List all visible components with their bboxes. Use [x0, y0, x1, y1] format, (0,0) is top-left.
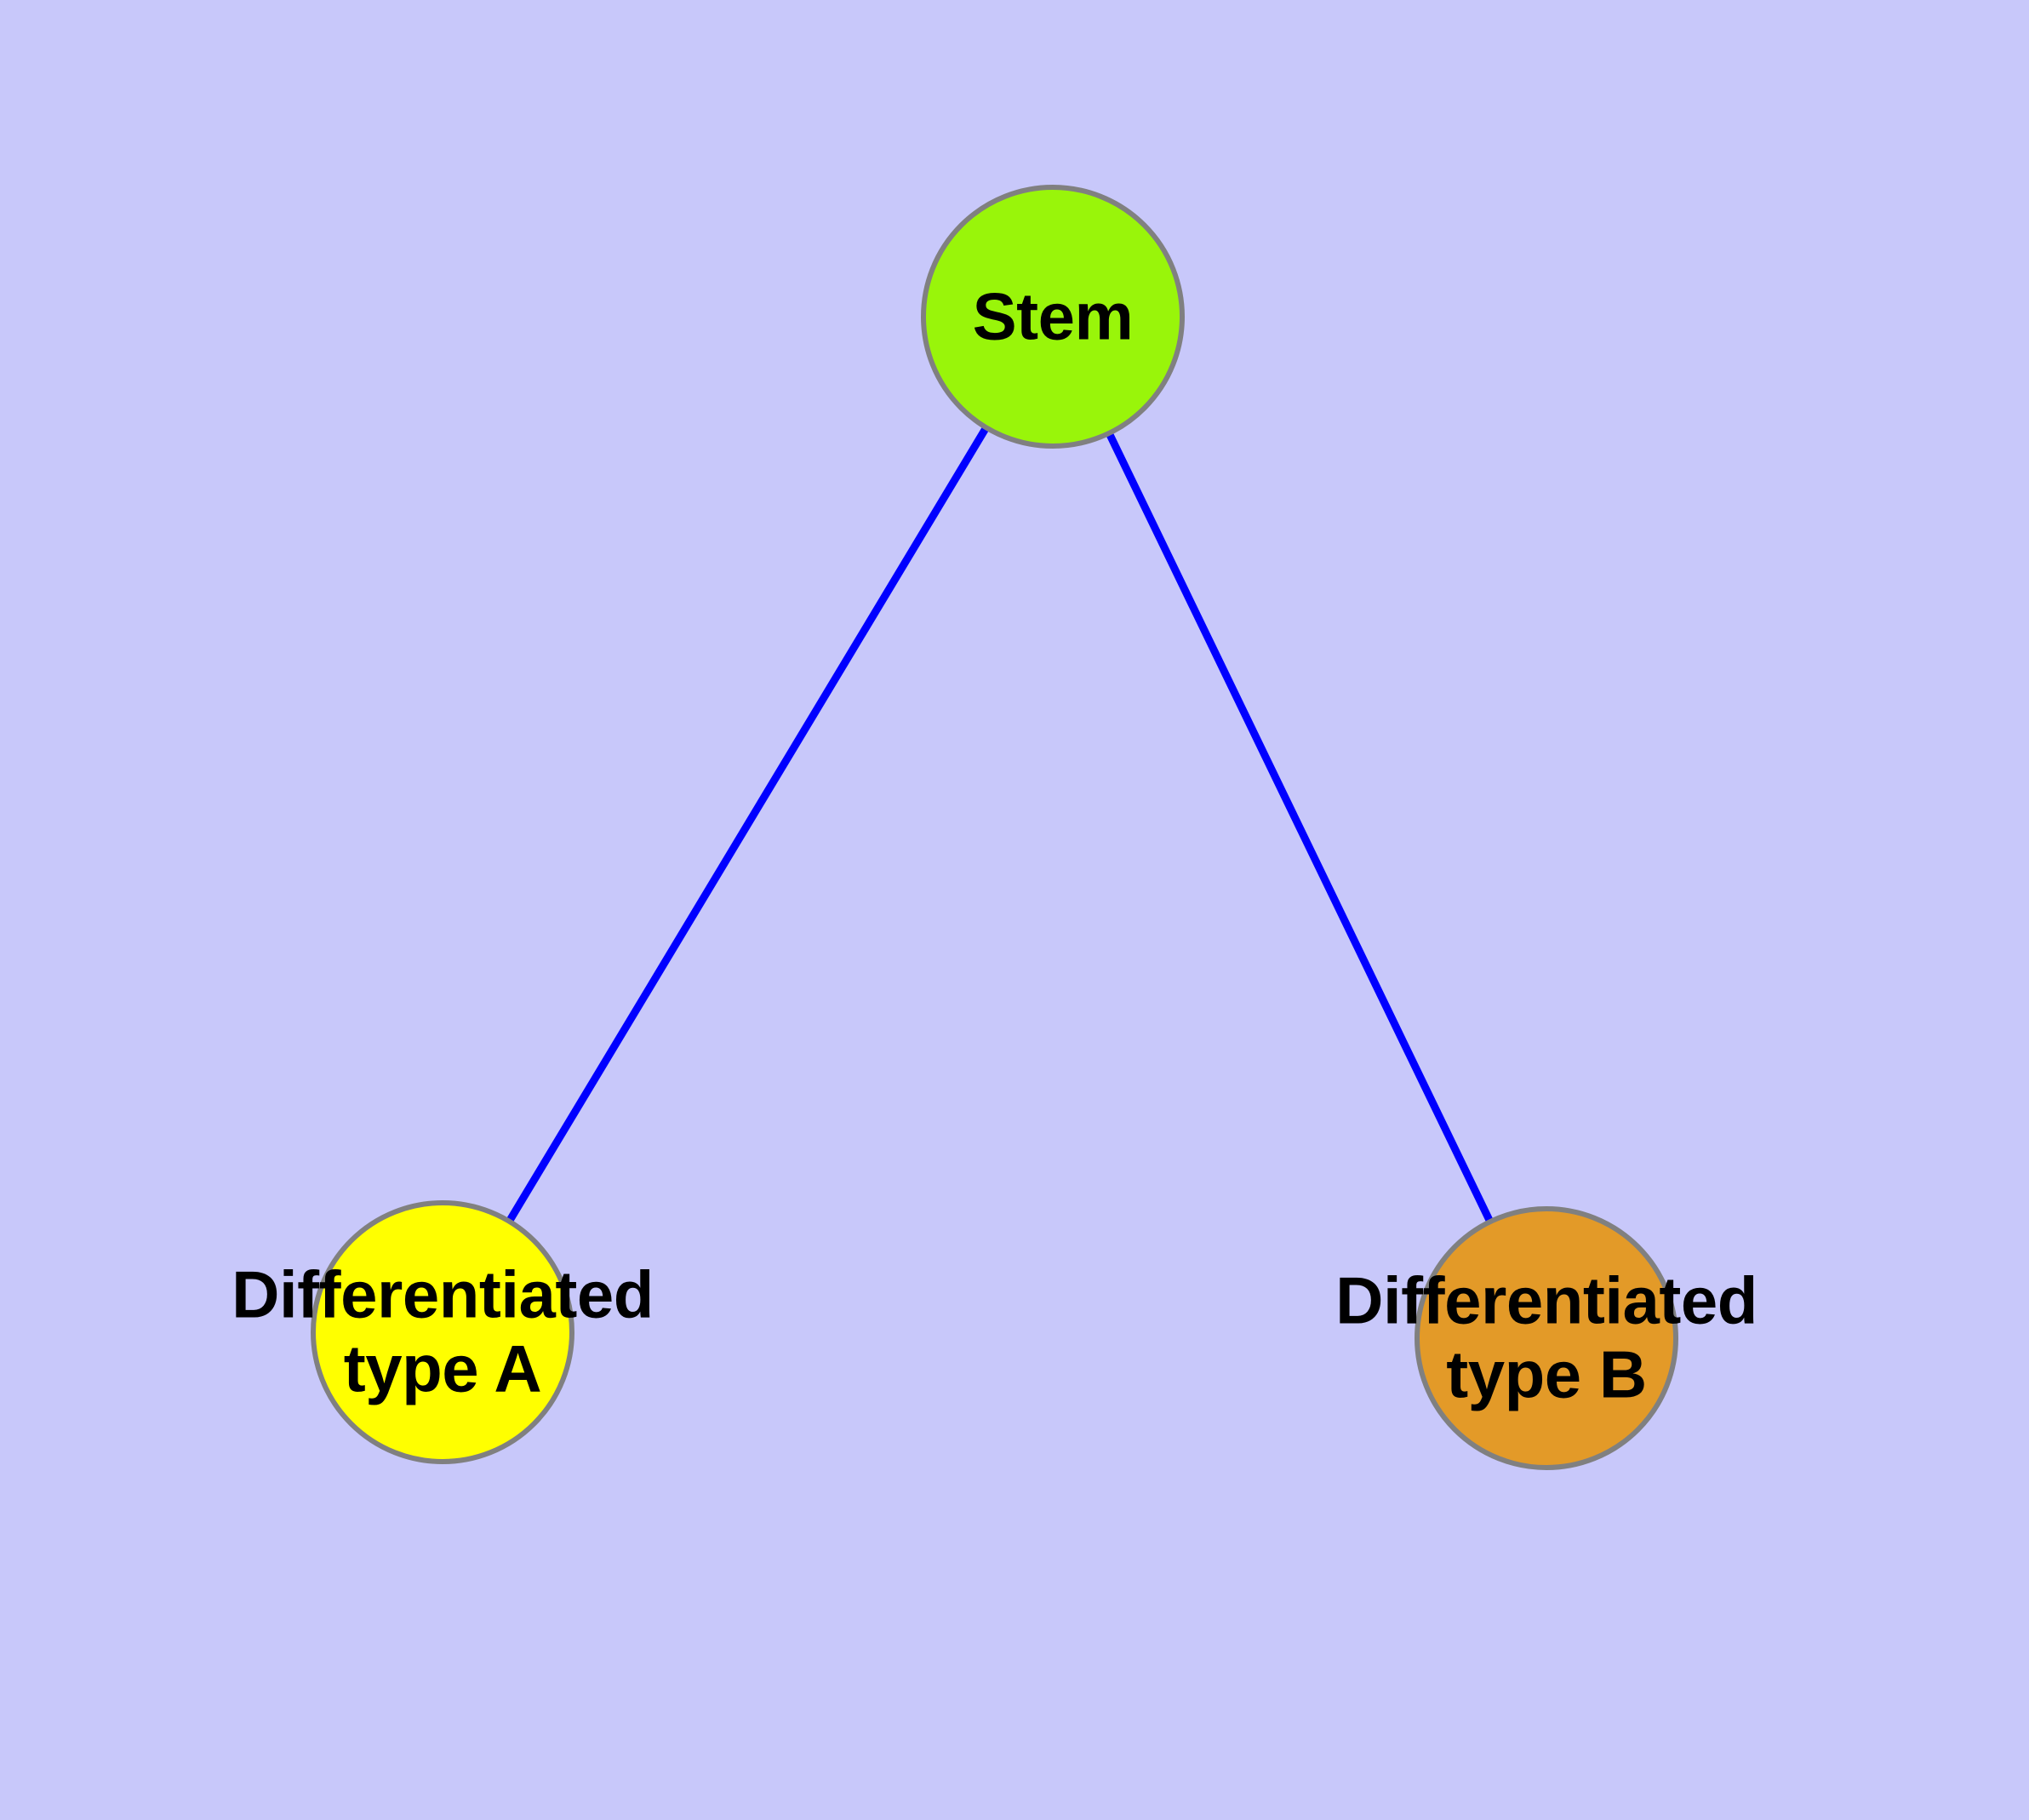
- node-differentiated-type-b[interactable]: [1415, 1206, 1678, 1470]
- node-differentiated-type-a[interactable]: [311, 1200, 574, 1464]
- edge-stem-to-differentiated-a[interactable]: [504, 422, 992, 1227]
- edges-group: [504, 422, 1495, 1227]
- nodes-group: [311, 185, 1678, 1470]
- node-stem[interactable]: [921, 185, 1185, 449]
- edge-stem-to-differentiated-b[interactable]: [1104, 428, 1495, 1227]
